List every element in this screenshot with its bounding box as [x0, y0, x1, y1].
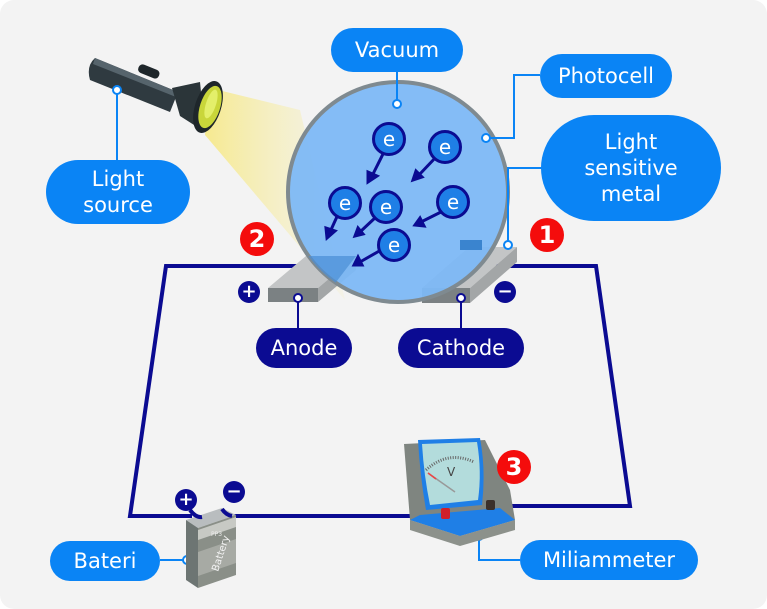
step-badge-2: 2	[240, 222, 274, 256]
battery-minus-icon: −	[223, 481, 245, 503]
electron: e	[428, 130, 462, 164]
anode-label: Anode	[256, 328, 352, 368]
electron: e	[369, 190, 403, 224]
light-sensitive-metal-label: Light sensitive metal	[541, 115, 721, 221]
anode-plus-icon: +	[238, 281, 260, 303]
electron: e	[372, 122, 406, 156]
battery-small-text: PP3	[211, 531, 222, 538]
photocell-label: Photocell	[540, 54, 672, 98]
meter-symbol-text: V	[447, 465, 456, 479]
bateri-label: Bateri	[50, 541, 160, 581]
wire-anode-to-battery	[127, 264, 300, 518]
electron: e	[377, 228, 411, 262]
electron-arrows	[324, 147, 450, 267]
electron: e	[328, 186, 362, 220]
vacuum-label: Vacuum	[331, 28, 463, 72]
miliammeter-label: Miliammeter	[520, 540, 698, 580]
wire-cathode-to-meter	[496, 264, 633, 508]
step-badge-1: 1	[530, 218, 564, 252]
battery-plus-icon: +	[175, 489, 197, 511]
flashlight-icon	[88, 58, 223, 133]
light-source-label: Light source	[46, 160, 190, 224]
cathode-label: Cathode	[398, 328, 524, 368]
electron: e	[436, 185, 470, 219]
step-badge-3: 3	[497, 450, 531, 484]
cathode-minus-icon: −	[494, 281, 516, 303]
